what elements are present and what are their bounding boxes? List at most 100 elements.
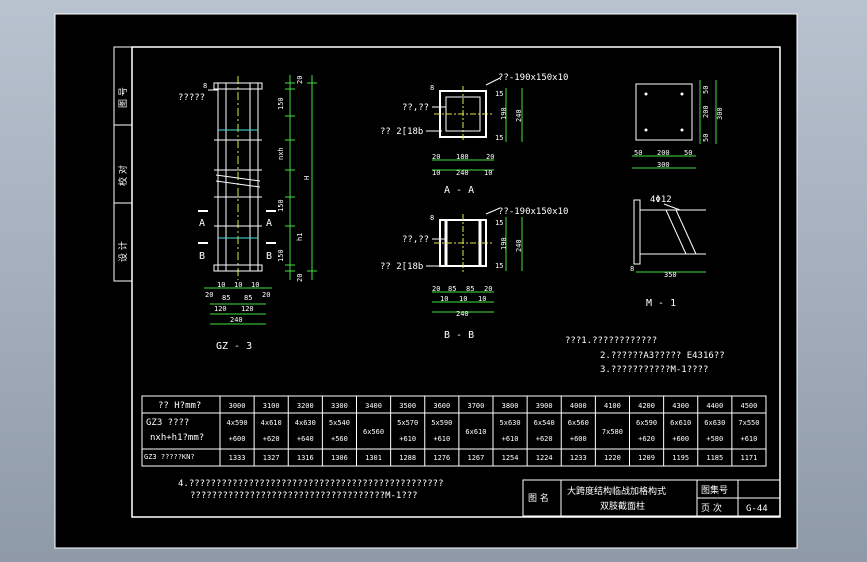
strip-check-label: 校 对 [117, 165, 129, 186]
gz3-dim-top-20: 20 [296, 76, 304, 84]
m1-rebar-label: 4Φ12 [650, 195, 672, 205]
section-mark-a-right: A [266, 218, 272, 229]
gz3-bdim-85-b: 85 [244, 294, 252, 302]
note-line-4a: 4.??????????????????????????????????????… [178, 479, 444, 489]
table-spacing-offset-cell: +560 [331, 435, 348, 443]
bb-dim-240: 240 [515, 239, 523, 252]
gz3-caption: GZ - 3 [216, 341, 252, 352]
table-load-cell: 1267 [468, 454, 485, 462]
bb-bdim-20-l: 20 [432, 285, 440, 293]
aa-dim-15-top: 15 [495, 90, 503, 98]
plate-dim-50-top: 50 [702, 86, 710, 94]
bb-bdim-10-b: 10 [459, 295, 467, 303]
gz3-dim-bottom-20: 20 [296, 274, 304, 282]
gz3-dim-150-b: 150 [277, 199, 285, 212]
table-spacing-offset-cell: +620 [536, 435, 553, 443]
table-height-cell: 4500 [741, 402, 758, 410]
plate-dim-300: 300 [716, 107, 724, 120]
m1-length-label: 350 [664, 271, 677, 279]
aa-bdim-10-r: 10 [484, 169, 492, 177]
plate-bdim-300: 300 [657, 161, 670, 169]
table-load-cell: 1288 [399, 454, 416, 462]
table-spacing-offset-cell: +580 [706, 435, 723, 443]
note-line-1: ???1.???????????? [565, 336, 657, 346]
aa-bdim-20-r: 20 [486, 153, 494, 161]
title-block: 图 名 大跨度结构临战加格构式 双肢截面柱 图集号 页 次 G-44 [522, 479, 781, 517]
gz3-dim-150-c: 150 [277, 249, 285, 262]
title-block-title-1: 大跨度结构临战加格构式 [567, 485, 666, 497]
plate-detail: 50 200 50 300 50 200 50 300 [632, 80, 724, 169]
bb-bdim-240: 240 [456, 310, 469, 318]
table-height-cell: 4200 [638, 402, 655, 410]
drawing-frame [131, 46, 781, 518]
table-spacing-cell: 5x630 [500, 419, 521, 427]
table-height-cell: 3000 [229, 402, 246, 410]
table-spacing-offset-cell: +600 [570, 435, 587, 443]
title-block-page-no: G-44 [746, 504, 768, 514]
table-height-cell: 3400 [365, 402, 382, 410]
table-spacing-offset-cell: +640 [297, 435, 314, 443]
aa-channel-label: ?? 2[18b [380, 127, 423, 137]
aa-bdim-180: 180 [456, 153, 469, 161]
aa-bdim-240: 240 [456, 169, 469, 177]
gz3-bdim-20-r: 20 [262, 291, 270, 299]
section-aa: ??-190x150x10 8 ??,?? ?? 2[18b 15 190 15… [380, 73, 568, 196]
bb-bdim-10-c: 10 [478, 295, 486, 303]
table-load-cell: 1233 [570, 454, 587, 462]
bb-bdim-10-a: 10 [440, 295, 448, 303]
note-line-3: 3.???????????M-1???? [600, 365, 708, 375]
table-load-cell: 1301 [365, 454, 382, 462]
aa-plate-label: ??-190x150x10 [498, 73, 568, 83]
table-load-cell: 1276 [433, 454, 450, 462]
bb-weld-label: ??,?? [402, 235, 429, 245]
bb-dim-15-top: 15 [495, 219, 503, 227]
bb-bdim-20-r: 20 [484, 285, 492, 293]
aa-dim-240: 240 [515, 109, 523, 122]
table-spacing-cell: 6x560 [568, 419, 589, 427]
table-load-cell: 1333 [229, 454, 246, 462]
table-height-cell: 4100 [604, 402, 621, 410]
table-height-cell: 3100 [263, 402, 280, 410]
table-row3-label: GZ3 ?????KN? [144, 453, 195, 461]
table-spacing-cell: 6x610 [465, 428, 486, 436]
table-spacing-cell: 6x540 [534, 419, 555, 427]
bb-dim-15-bottom: 15 [495, 262, 503, 270]
table-spacing-cell: 5x590 [431, 419, 452, 427]
table-spacing-cell: 6x560 [363, 428, 384, 436]
gz3-bdim-85-a: 85 [222, 294, 230, 302]
title-block-title-2: 双肢截面柱 [600, 500, 645, 512]
plate-bdim-50-r: 50 [684, 149, 692, 157]
aa-caption: A - A [444, 185, 474, 196]
gz3-dim-h1: h1 [296, 233, 304, 241]
table-load-cell: 1316 [297, 454, 314, 462]
title-block-set-label: 图集号 [701, 484, 728, 496]
notes: ???1.???????????? 2.??????A3????? E4316?… [178, 336, 725, 501]
aa-bdim-10-l: 10 [432, 169, 440, 177]
section-mark-b-left: B [199, 251, 205, 262]
m1-caption: M - 1 [646, 298, 676, 309]
bolt-hole-icon [644, 128, 648, 132]
table-load-cell: 1254 [502, 454, 519, 462]
bolt-hole-icon [644, 92, 648, 96]
table-load-cell: 1185 [706, 454, 723, 462]
m1-anchor: 4Φ12 8 350 M - 1 [630, 195, 706, 309]
note-line-2: 2.??????A3????? E4316?? [600, 351, 725, 361]
table-spacing-cell: 4x610 [261, 419, 282, 427]
table-spacing-offset-cell: +610 [502, 435, 519, 443]
aa-dim-190: 190 [500, 107, 508, 120]
table-load-cell: 1171 [741, 454, 758, 462]
table-height-cell: 3600 [433, 402, 450, 410]
note-line-4b: ????????????????????????????????????M-1?… [190, 491, 418, 501]
strip-design-label: 设 计 [117, 241, 129, 262]
table-height-cell: 4400 [706, 402, 723, 410]
gz3-bdim-20-l: 20 [205, 291, 213, 299]
bb-caption: B - B [444, 330, 474, 341]
bolt-hole-icon [680, 128, 684, 132]
bb-label-8: 8 [430, 214, 434, 222]
table-height-cell: 4000 [570, 402, 587, 410]
bolt-hole-icon [680, 92, 684, 96]
m1-small-label: 8 [630, 265, 634, 273]
bb-bdim-85-a: 85 [448, 285, 456, 293]
